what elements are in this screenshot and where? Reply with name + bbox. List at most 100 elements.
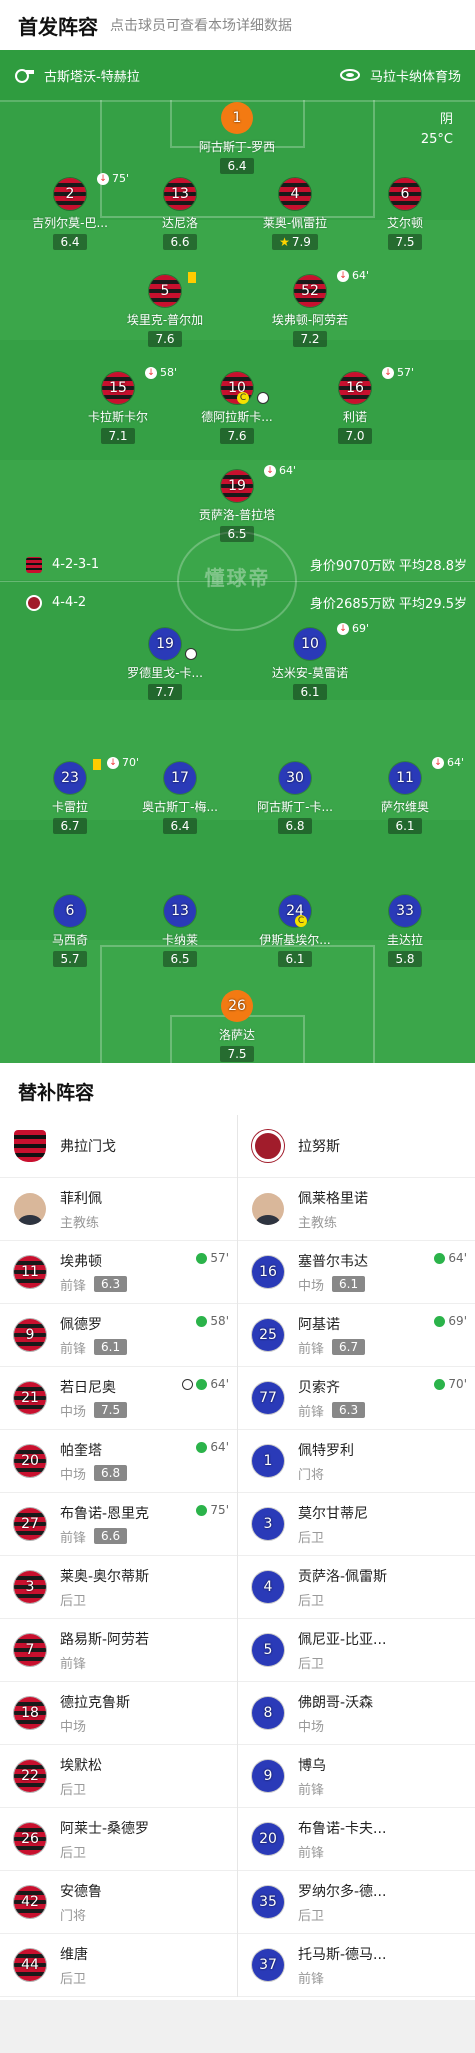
player-rating: 7.6 xyxy=(148,331,182,347)
player-name: 奥古斯丁-梅... xyxy=(142,800,218,814)
sub-on-icon xyxy=(196,1378,208,1390)
sub-on-icon xyxy=(434,1315,446,1327)
jersey-number: 52 xyxy=(294,275,326,307)
yellow-card-icon xyxy=(188,272,196,283)
sub-on-tag: 58' xyxy=(196,1314,229,1328)
sub-position: 中场 xyxy=(298,1278,325,1294)
jersey-number: 4 xyxy=(252,1571,284,1603)
sub-position: 后卫 xyxy=(60,1593,87,1609)
sub-on-tag: 75' xyxy=(196,1503,229,1517)
jersey-number: 23 xyxy=(54,762,86,794)
home-player[interactable]: 4莱奥-佩雷拉7.9 xyxy=(240,178,350,250)
sub-name: 布鲁诺-恩里克 xyxy=(60,1505,150,1522)
player-name: 埃里克-普尔加 xyxy=(126,313,204,327)
sub-name: 莫尔甘蒂尼 xyxy=(298,1505,368,1522)
sub-time: 64' xyxy=(279,464,297,477)
sub-name: 佩尼亚-比亚... xyxy=(298,1631,387,1648)
player-rating: 7.5 xyxy=(388,234,422,250)
player-name: 萨尔维奥 xyxy=(380,800,429,814)
weather-condition: 阴 xyxy=(439,112,453,127)
sub-name: 阿莱士-桑德罗 xyxy=(60,1820,150,1837)
sub-position: 门将 xyxy=(298,1467,325,1483)
sub-name: 塞普尔韦达 xyxy=(298,1253,368,1270)
dongqiudi-watermark: 懂球帝 xyxy=(204,566,271,590)
sub-name: 路易斯-阿劳若 xyxy=(60,1631,150,1648)
sub-on-icon xyxy=(434,1378,446,1390)
sub-off-icon: ↓ xyxy=(264,464,276,477)
jersey-number: 5 xyxy=(252,1634,284,1666)
sub-time: 69' xyxy=(352,622,370,635)
jersey-number: 77 xyxy=(252,1382,284,1414)
jersey-number: 4 xyxy=(279,178,311,210)
away-team-row[interactable]: 拉努斯 xyxy=(238,1115,475,1178)
sub-on-time: 75' xyxy=(210,1503,229,1517)
stadium-name: 马拉卡纳体育场 xyxy=(369,69,461,85)
sub-position: 前锋 xyxy=(60,1341,87,1357)
home-team-row[interactable]: 弗拉门戈 xyxy=(0,1115,237,1178)
jersey-number: 10 xyxy=(294,628,326,660)
player-name: 莱奥-佩雷拉 xyxy=(262,216,328,230)
home-coach-row[interactable]: 菲利佩 主教练 xyxy=(0,1178,237,1241)
sub-position: 前锋 xyxy=(298,1404,325,1420)
sub-position: 中场 xyxy=(60,1404,87,1420)
jersey-number: 15 xyxy=(102,372,134,404)
goal-ball-icon xyxy=(257,392,269,404)
home-team-name: 弗拉门戈 xyxy=(60,1139,116,1155)
player-rating: 6.4 xyxy=(53,234,87,250)
away-coach-row[interactable]: 佩莱格里诺 主教练 xyxy=(238,1178,475,1241)
sub-on-time: 64' xyxy=(448,1251,467,1265)
jersey-number: 6 xyxy=(54,895,86,927)
jersey-number: 42 xyxy=(14,1886,46,1918)
sub-position: 后卫 xyxy=(298,1908,325,1924)
jersey-number: 20 xyxy=(14,1445,46,1477)
